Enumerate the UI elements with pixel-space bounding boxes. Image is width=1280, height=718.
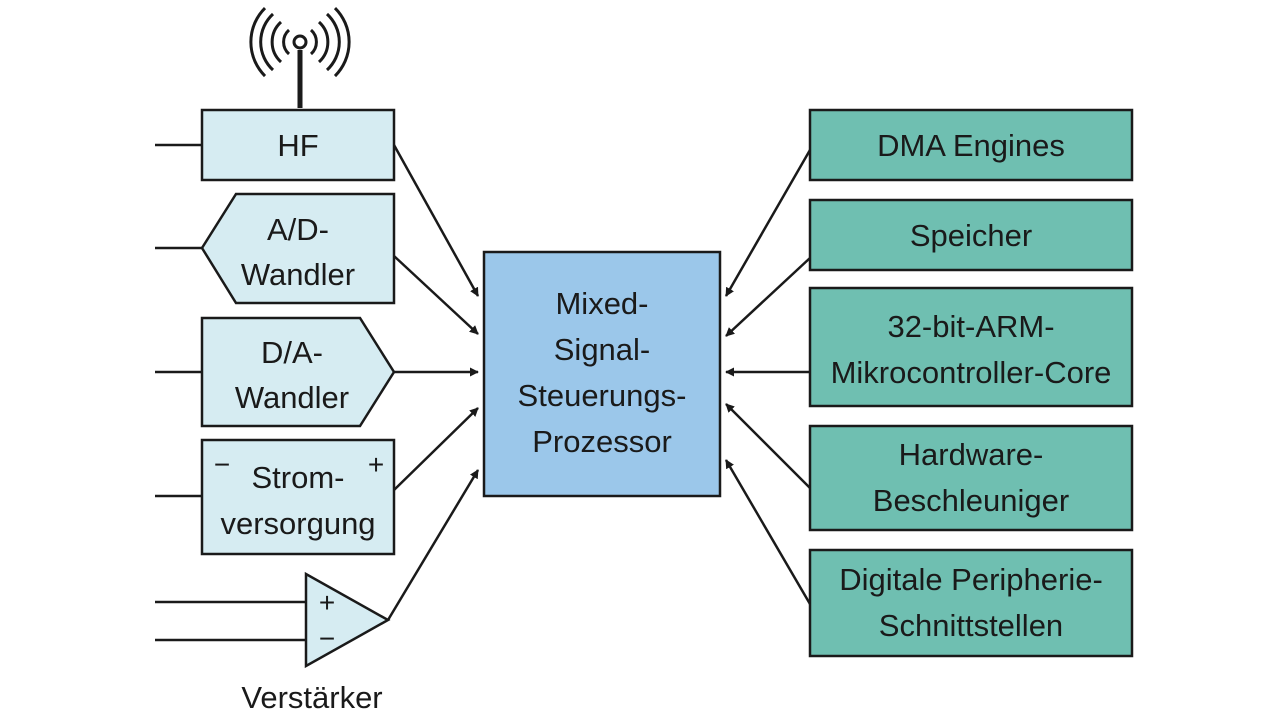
- memory-label: Speicher: [910, 218, 1032, 253]
- dma-engines-block: DMA Engines: [808, 108, 1134, 182]
- da-converter-label-line1: D/A-: [261, 335, 323, 370]
- ad-converter-label-line2: Wandler: [241, 257, 355, 292]
- power-supply-label-line1: Strom-: [252, 460, 345, 495]
- digital-peripherals-label-line1: Digitale Peripherie-: [839, 562, 1103, 597]
- arm-core-block: 32-bit-ARM- Mikrocontroller-Core: [808, 286, 1134, 408]
- power-plus-sign: +: [368, 449, 384, 480]
- arm-core-label-line1: 32-bit-ARM-: [887, 309, 1054, 344]
- arm-core-label-line2: Mikrocontroller-Core: [831, 355, 1112, 390]
- right-arrows: [724, 149, 812, 605]
- processor-label-line2: Signal-: [554, 332, 651, 367]
- hf-label: HF: [277, 128, 318, 163]
- arrow-memory-to-processor: [725, 257, 811, 337]
- da-converter-block: D/A- Wandler: [200, 316, 396, 428]
- dma-engines-label: DMA Engines: [877, 128, 1065, 163]
- processor-label-line1: Mixed-: [555, 286, 648, 321]
- amplifier-label: Verstärker: [241, 680, 382, 715]
- processor-label-line4: Prozessor: [532, 424, 672, 459]
- left-arrows: [386, 144, 480, 621]
- amplifier-symbol: + −: [304, 571, 391, 669]
- arrow-accelerator-to-processor: [725, 403, 811, 489]
- arrow-adc-to-processor: [393, 255, 479, 335]
- arrow-peripherals-to-processor: [724, 459, 812, 605]
- ad-converter-label-line1: A/D-: [267, 212, 329, 247]
- memory-block: Speicher: [808, 198, 1134, 272]
- digital-peripherals-label-line2: Schnittstellen: [879, 608, 1063, 643]
- ad-converter-block: A/D- Wandler: [200, 192, 396, 305]
- input-lines: [155, 143, 306, 642]
- power-minus-sign: −: [214, 449, 230, 480]
- processor-label-line3: Steuerungs-: [518, 378, 687, 413]
- antenna-icon: [249, 6, 351, 108]
- hardware-accelerator-label-line1: Hardware-: [899, 437, 1044, 472]
- processor-block: Mixed- Signal- Steuerungs- Prozessor: [482, 250, 722, 498]
- arrow-amplifier-to-processor: [386, 469, 480, 621]
- arrow-hf-to-processor: [392, 144, 480, 297]
- power-supply-label-line2: versorgung: [220, 506, 375, 541]
- amplifier-minus-sign: −: [319, 623, 335, 654]
- power-supply-block: − + Strom- versorgung: [200, 438, 396, 556]
- arrow-dma-to-processor: [724, 149, 812, 297]
- hf-block: HF: [200, 108, 396, 182]
- arrow-power-to-processor: [393, 407, 479, 491]
- amplifier-plus-sign: +: [319, 587, 335, 618]
- hardware-accelerator-label-line2: Beschleuniger: [873, 483, 1069, 518]
- hardware-accelerator-block: Hardware- Beschleuniger: [808, 424, 1134, 532]
- digital-peripherals-block: Digitale Peripherie- Schnittstellen: [808, 548, 1134, 658]
- da-converter-label-line2: Wandler: [235, 380, 349, 415]
